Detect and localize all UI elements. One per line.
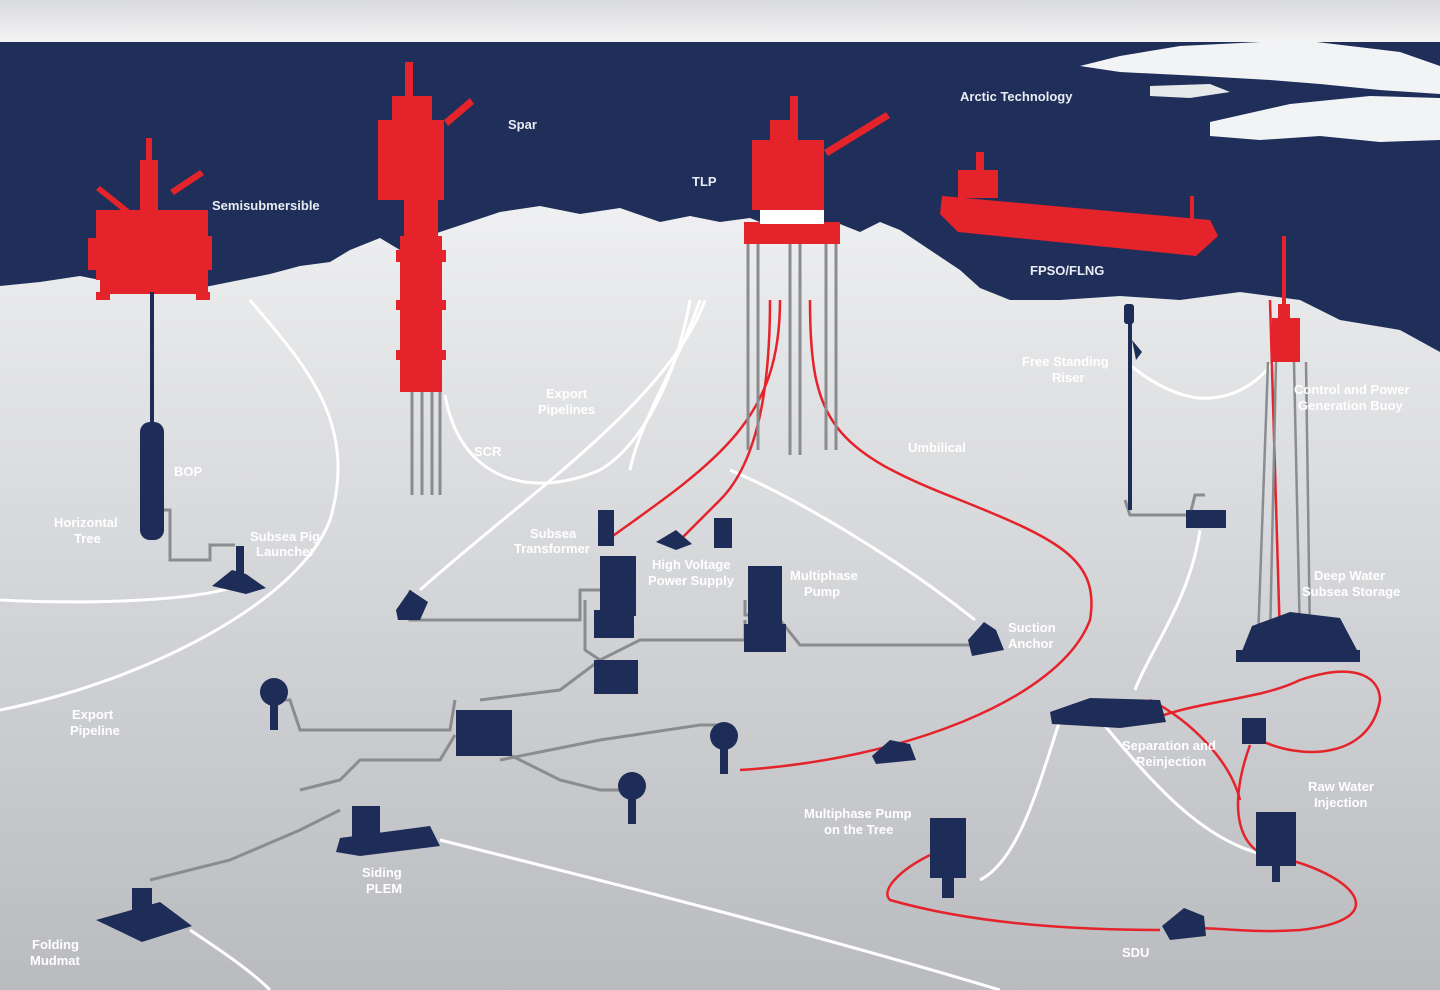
label-tlp: TLP <box>692 174 717 189</box>
label-export-pipelines-2: Pipelines <box>538 402 595 417</box>
label-plem-1: Siding <box>362 865 402 880</box>
raw-water-pump <box>1242 718 1266 744</box>
bop-riser <box>140 292 164 540</box>
label-mpt-2: on the Tree <box>824 822 893 837</box>
hv-box <box>714 518 732 548</box>
label-pig-1: Subsea Pig <box>250 529 320 544</box>
raw-water-injection-unit <box>1256 812 1296 866</box>
label-fpso: FPSO/FLNG <box>1030 263 1104 278</box>
multiphase-pump-tree <box>930 818 966 878</box>
buoy-mooring <box>1256 361 1312 641</box>
label-dw-1: Deep Water <box>1314 568 1385 583</box>
labels: Arctic Technology Spar Semisubmersible T… <box>30 89 1410 968</box>
label-mpump-2: Pump <box>804 584 840 599</box>
sea-surface <box>0 42 1440 352</box>
free-standing-riser <box>1124 304 1142 510</box>
label-htree-2: Tree <box>74 531 101 546</box>
multiphase-pump-unit <box>748 566 782 628</box>
export-pipeline-lines <box>0 299 1277 990</box>
hv-supply-left <box>600 556 636 616</box>
central-manifold <box>456 710 512 756</box>
ice-floe-2 <box>1210 96 1440 142</box>
label-bop: BOP <box>174 464 203 479</box>
label-mudmat-2: Mudmat <box>30 953 81 968</box>
spar-platform <box>378 62 474 392</box>
label-ctrl-buoy-2: Generation Buoy <box>1298 398 1404 413</box>
control-power-buoy <box>1272 236 1300 362</box>
separation-unit <box>1050 698 1166 728</box>
label-mpt-1: Multiphase Pump <box>804 806 912 821</box>
tree-2 <box>710 722 738 750</box>
label-sep-1: Separation and <box>1122 738 1216 753</box>
tlp-platform <box>744 96 890 244</box>
label-suction-1: Suction <box>1008 620 1056 635</box>
sky-band <box>0 0 1440 44</box>
tree-1 <box>260 678 288 706</box>
pig-launcher-tower <box>236 546 244 576</box>
spar-tendons <box>410 392 442 495</box>
label-dw-2: Subsea Storage <box>1302 584 1400 599</box>
label-hv-2: Power Supply <box>648 573 735 588</box>
pig-launcher-unit <box>212 570 266 594</box>
semisubmersible-rig <box>88 138 212 300</box>
label-raw-2: Injection <box>1314 795 1368 810</box>
hv-supply-connector <box>594 610 634 638</box>
transformer-unit <box>598 510 614 546</box>
sdu-unit <box>1162 908 1206 940</box>
label-export-pipelines-1: Export <box>546 386 588 401</box>
label-mudmat-1: Folding <box>32 937 79 952</box>
label-suction-2: Anchor <box>1008 636 1054 651</box>
multiphase-pump-base <box>744 624 786 652</box>
label-umbilical: Umbilical <box>908 440 966 455</box>
label-sdu: SDU <box>1122 945 1149 960</box>
label-export-pipeline-2: Pipeline <box>70 723 120 738</box>
plem-structure <box>336 826 440 856</box>
label-arctic: Arctic Technology <box>960 89 1073 104</box>
hv-hub <box>656 530 692 550</box>
folding-mudmat <box>96 902 192 942</box>
label-mpump-1: Multiphase <box>790 568 858 583</box>
label-scr: SCR <box>474 444 502 459</box>
label-plem-2: PLEM <box>366 881 402 896</box>
label-sep-2: Reinjection <box>1136 754 1206 769</box>
label-free-riser-2: Riser <box>1052 370 1085 385</box>
label-free-riser-1: Free Standing <box>1022 354 1109 369</box>
ice-floe-3 <box>1150 84 1230 98</box>
label-spar: Spar <box>508 117 537 132</box>
label-pig-2: Launcher <box>256 544 315 559</box>
label-export-pipeline-1: Export <box>72 707 114 722</box>
umbilical-termination <box>872 740 916 764</box>
label-ctrl-buoy-1: Control and Power <box>1294 382 1410 397</box>
label-htree-1: Horizontal <box>54 515 118 530</box>
wellhead-left <box>396 590 428 620</box>
suction-anchor-unit <box>968 622 1004 656</box>
label-semi: Semisubmersible <box>212 198 320 213</box>
fpso-vessel <box>940 152 1218 256</box>
tree-3 <box>618 772 646 800</box>
label-raw-1: Raw Water <box>1308 779 1374 794</box>
ice-floe-1 <box>1080 40 1440 94</box>
tlp-tendons <box>746 244 838 455</box>
label-transformer-2: Transformer <box>514 541 590 556</box>
manifold-1 <box>594 660 638 694</box>
label-hv-1: High Voltage <box>652 557 730 572</box>
label-transformer-1: Subsea <box>530 526 577 541</box>
deep-water-storage <box>1240 612 1358 656</box>
riser-base <box>1186 510 1226 528</box>
